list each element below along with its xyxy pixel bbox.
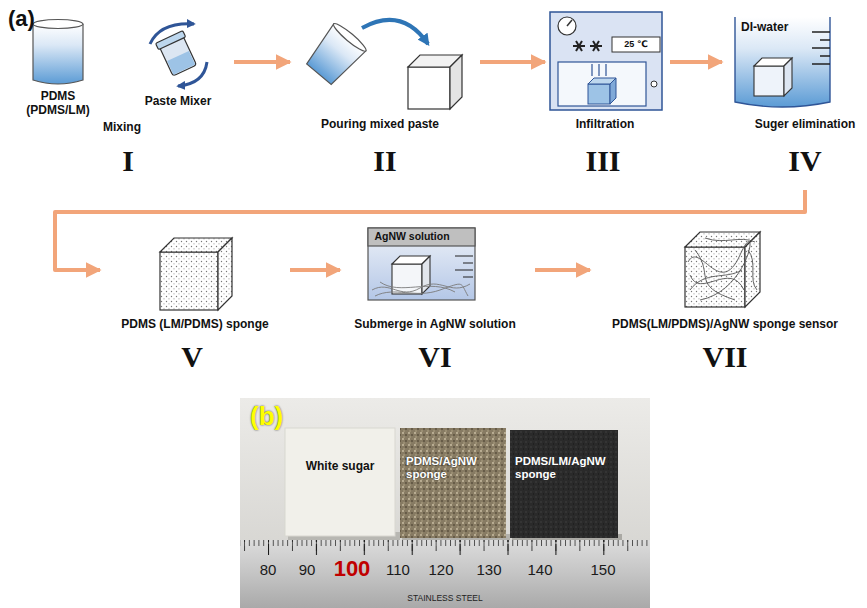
process-arrow	[535, 268, 590, 272]
vacuum-oven	[550, 12, 662, 110]
ruler-number: 80	[260, 561, 277, 578]
equipment-label: Paste Mixer	[145, 95, 212, 109]
pouring-cup	[303, 24, 366, 88]
ruler-number: 90	[299, 561, 316, 578]
ruler-number: 150	[590, 561, 615, 578]
process-arrow	[55, 190, 805, 270]
step-number: I	[122, 146, 134, 176]
porous-sponge-cube	[160, 252, 218, 310]
agnw-bath	[368, 228, 475, 300]
agnw-sponge-sensor	[688, 238, 757, 300]
liquid-label: DI-water	[741, 21, 788, 35]
vacuum-oven	[558, 62, 646, 106]
vacuum-oven	[573, 41, 585, 51]
process-step: PDMS (LM/PDMS) spongeV	[100, 228, 290, 400]
process-arrow	[290, 268, 340, 272]
sample-label: PDMS/LM/AgNW sponge	[515, 455, 613, 481]
agnw-bath	[368, 228, 475, 300]
agnw-bath	[455, 256, 473, 277]
ruler-number: 120	[428, 561, 453, 578]
pour-arrow	[362, 20, 428, 44]
step-caption: PDMS (LM/PDMS) sponge	[121, 318, 268, 332]
agnw-bath	[372, 282, 470, 296]
step-number: V	[181, 342, 203, 372]
ruler-number: 140	[527, 561, 552, 578]
sample-label: PDMS/AgNW sponge	[406, 455, 496, 481]
agnw-sponge-sensor	[685, 232, 760, 307]
sample-label: White sugar	[306, 460, 375, 474]
material-label: PDMS (PDMS/LM)	[16, 90, 100, 118]
process-step: PDMS(LM/PDMS)/AgNW sponge sensorVII	[590, 222, 862, 400]
step-number: II	[373, 146, 396, 176]
paste-mixer-jar	[156, 31, 199, 77]
water-beaker	[784, 58, 792, 96]
process-arrow	[234, 60, 290, 64]
step-caption: Mixing	[103, 121, 141, 135]
agnw-bath	[422, 256, 430, 294]
liquid-label: AgNW solution	[374, 230, 449, 242]
vacuum-oven	[567, 20, 572, 26]
rotation-arrow	[178, 62, 207, 86]
vacuum-oven	[590, 41, 602, 51]
process-arrow	[480, 60, 545, 64]
step-caption: Infiltration	[576, 118, 635, 132]
step-number: VI	[418, 342, 451, 372]
step-caption: Suger elimination	[755, 118, 856, 132]
water-beaker	[812, 32, 830, 64]
panel-letter: (a)	[8, 6, 35, 31]
step-number: VII	[702, 342, 747, 372]
vacuum-oven	[592, 64, 606, 76]
porous-sponge-cube	[218, 238, 232, 310]
sample-photo	[400, 428, 506, 538]
ruler-brand: STAINLESS STEEL	[407, 594, 482, 604]
ruler-number: 100	[334, 556, 371, 581]
porous-sponge-cube	[160, 238, 232, 310]
vacuum-oven	[558, 17, 576, 35]
pdms-beaker	[33, 24, 83, 84]
process-arrow	[670, 60, 722, 64]
process-step: PDMS (PDMS/LM) Paste MixerMixingI	[12, 8, 234, 190]
ruler-number: 130	[476, 561, 501, 578]
process-step: AgNW solutionSubmerge in AgNW solutionVI	[340, 222, 535, 400]
vacuum-oven	[610, 78, 616, 104]
paste-mixer-jar	[156, 31, 186, 50]
agnw-bath	[368, 228, 475, 246]
vacuum-oven	[588, 84, 610, 104]
water-beaker	[735, 17, 830, 107]
sugar-cube-mold	[408, 55, 462, 109]
rotation-arrow	[150, 24, 194, 44]
sample-photo	[240, 398, 650, 608]
temperature-display: 25 ℃	[624, 39, 647, 49]
rotation-arrow	[150, 24, 207, 86]
vacuum-oven	[651, 81, 657, 87]
water-beaker	[735, 17, 830, 107]
vacuum-oven	[550, 12, 662, 110]
water-beaker	[754, 66, 784, 96]
panel-letter: (b)	[250, 402, 283, 432]
sample-photo	[240, 540, 650, 608]
process-step: DI-waterSuger eliminationIV	[722, 8, 862, 190]
pouring-cup	[303, 21, 369, 88]
ruler-number: 110	[386, 561, 410, 578]
pdms-beaker	[33, 20, 83, 85]
sugar-cube-mold	[408, 67, 450, 109]
pdms-beaker	[33, 20, 83, 29]
step-caption: PDMS(LM/PDMS)/AgNW sponge sensor	[612, 318, 838, 332]
sample-photo	[285, 428, 395, 536]
sugar-cube-mold	[450, 55, 462, 109]
process-step: 25 ℃ InfiltrationIII	[545, 8, 670, 190]
sample-photo	[240, 398, 650, 608]
step-number: III	[585, 146, 620, 176]
step-caption: Pouring mixed paste	[321, 118, 439, 132]
step-number: IV	[788, 146, 821, 176]
vacuum-oven	[612, 37, 660, 52]
sample-photo	[510, 430, 618, 538]
process-step: Pouring mixed pasteII	[290, 8, 480, 190]
step-caption: Submerge in AgNW solution	[354, 318, 516, 332]
paste-mixer-jar	[167, 51, 195, 75]
sample-photo	[240, 540, 650, 555]
